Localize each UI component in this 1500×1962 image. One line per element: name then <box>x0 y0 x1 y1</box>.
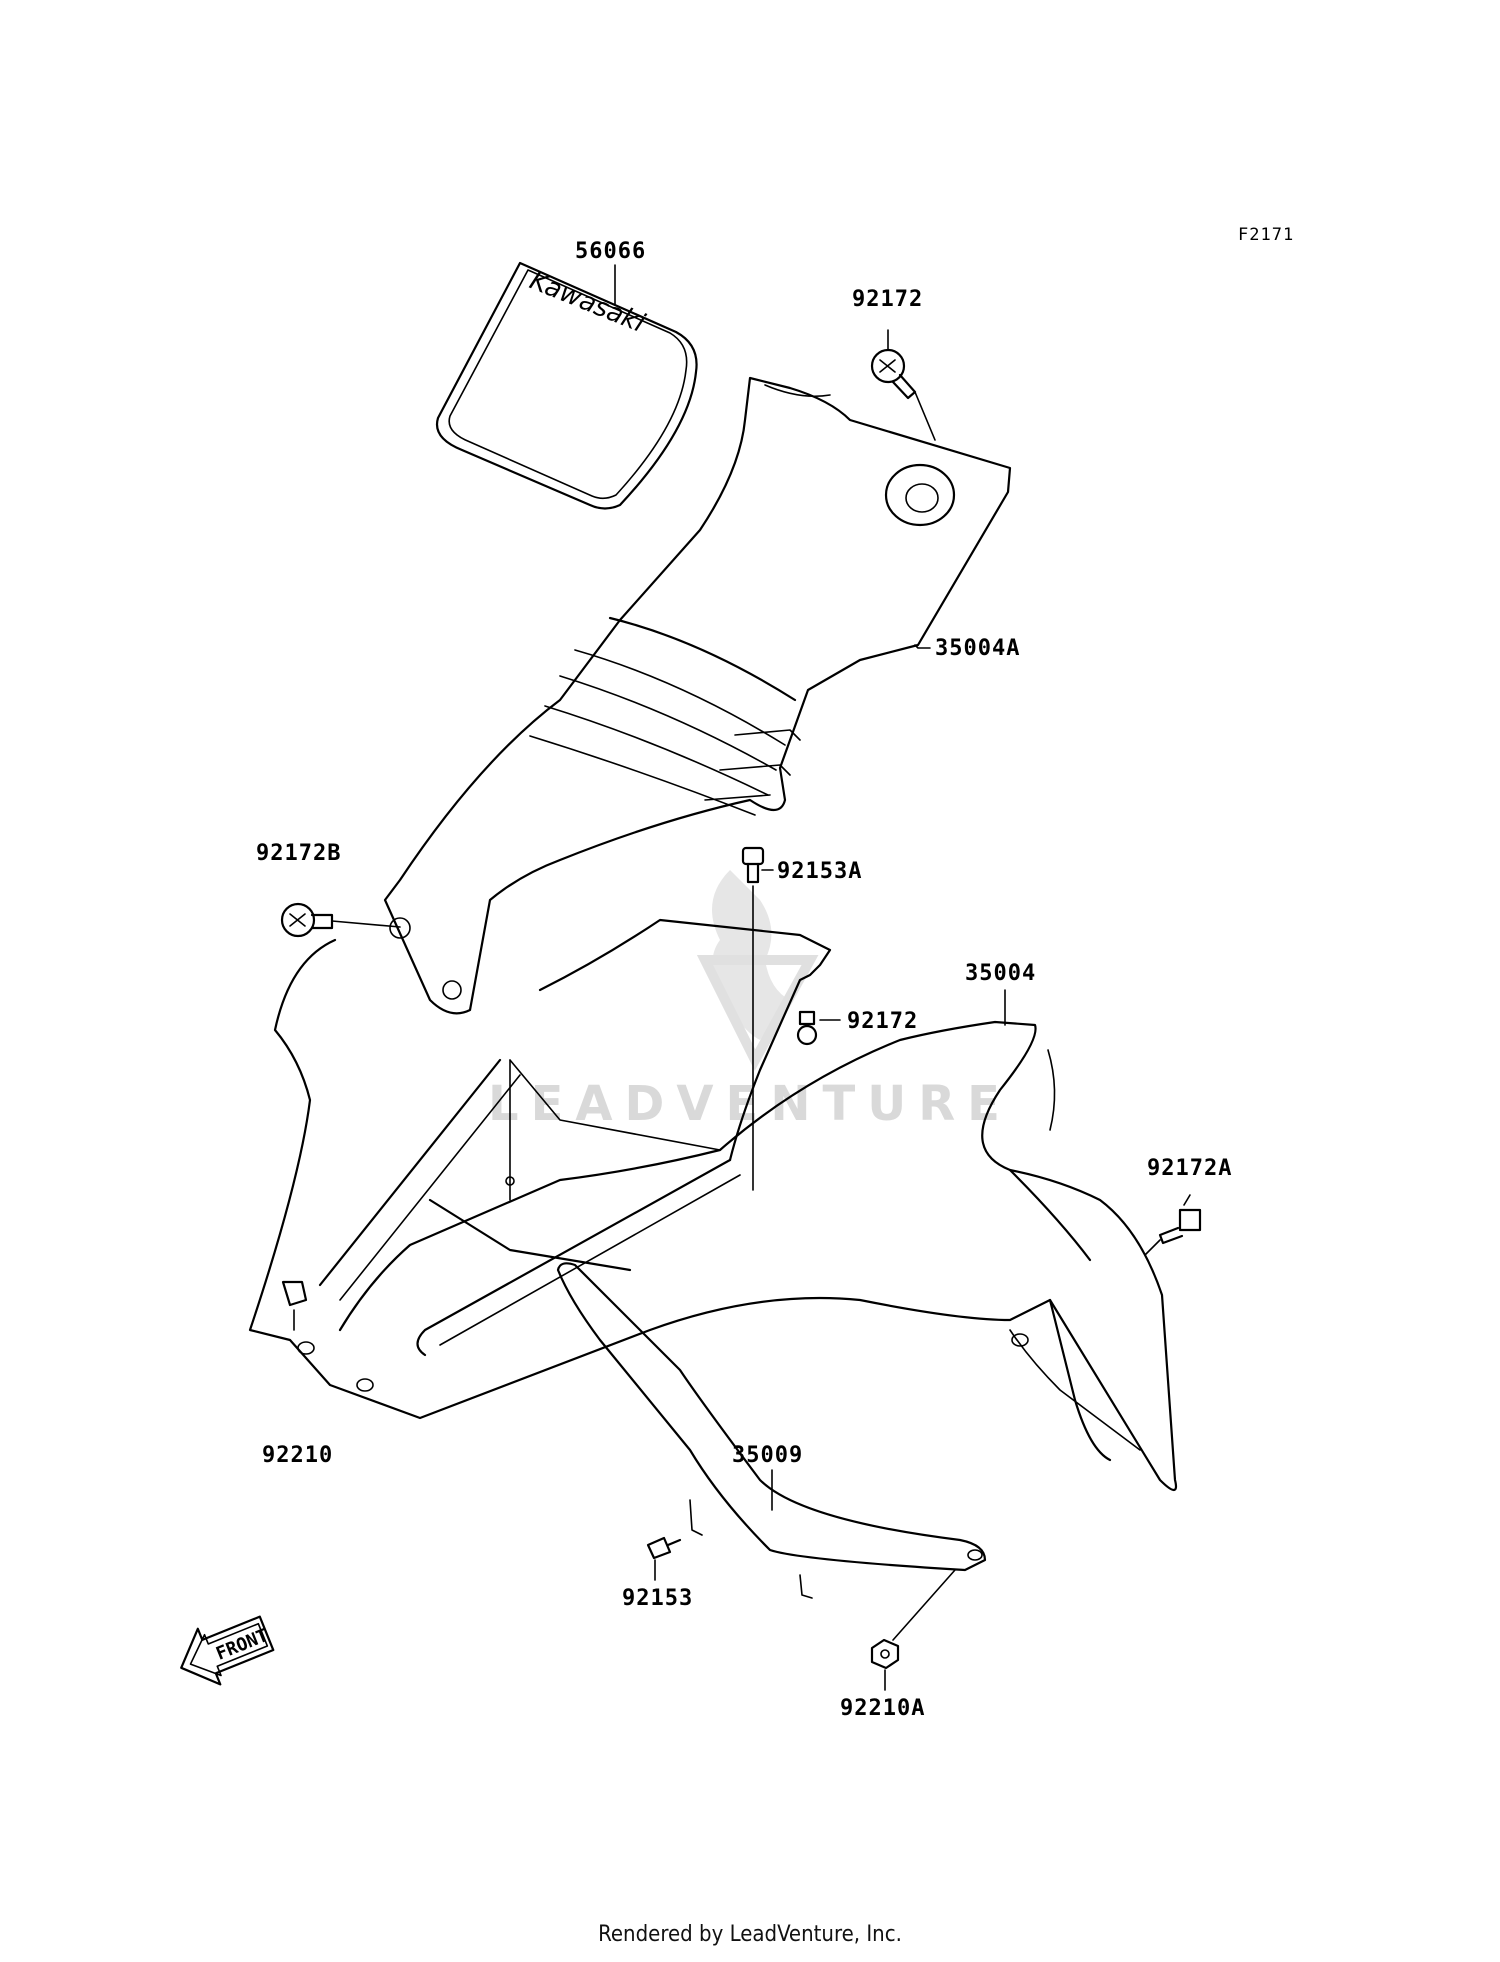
label-92153: 92153 <box>622 1586 693 1611</box>
label-92210A: 92210A <box>840 1696 925 1721</box>
bolt-92172-top <box>870 348 917 400</box>
label-92172-mid: 92172 <box>847 1009 918 1034</box>
watermark-text: LEADVENTURE <box>488 1076 1012 1132</box>
bolt-92153 <box>646 1536 682 1560</box>
label-92172A: 92172A <box>1147 1156 1232 1181</box>
leadventure-watermark: LEADVENTURE <box>488 870 1012 1132</box>
bolt-92172B <box>280 902 334 938</box>
label-92172-top: 92172 <box>852 287 923 312</box>
clip-92210 <box>281 1280 308 1307</box>
leader-lines <box>293 264 1191 1691</box>
figure-id: F2171 <box>1238 225 1294 245</box>
bolt-92172-mid <box>796 1010 818 1046</box>
footer-credit: Rendered by LeadVenture, Inc. <box>598 1922 902 1947</box>
label-92172B: 92172B <box>256 841 341 866</box>
label-35004: 35004 <box>965 961 1036 986</box>
label-56066: 56066 <box>575 239 646 264</box>
bolt-92153A <box>741 846 765 884</box>
part-35004A-upper-cover <box>383 376 1012 1015</box>
label-35009: 35009 <box>732 1443 803 1468</box>
part-56066-decal: Kawasaki <box>435 261 698 510</box>
bolt-92172A <box>1158 1208 1202 1245</box>
kawasaki-logo: Kawasaki <box>525 266 649 339</box>
label-92153A: 92153A <box>777 859 862 884</box>
front-arrow: FRONT <box>180 1615 275 1686</box>
label-92210: 92210 <box>262 1443 333 1468</box>
label-35004A: 35004A <box>935 636 1020 661</box>
part-35004-front-fender <box>248 918 1178 1492</box>
part-35009-stay <box>556 1262 987 1599</box>
nut-92210A <box>870 1638 900 1670</box>
